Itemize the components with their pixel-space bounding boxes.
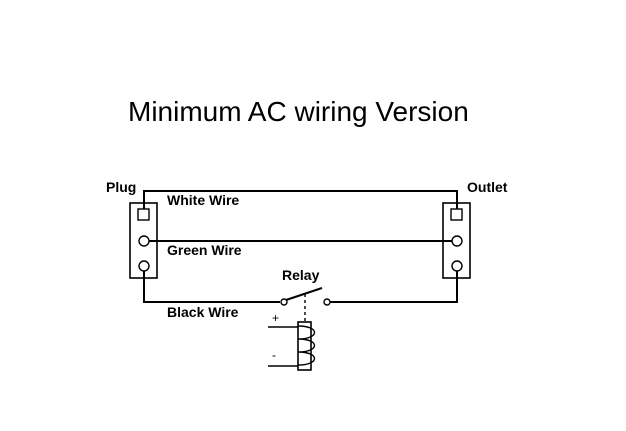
relay-coil: + - <box>268 311 316 371</box>
green-wire-label: Green Wire <box>167 242 242 258</box>
black-wire-label: Black Wire <box>167 304 239 320</box>
plug-label: Plug <box>106 179 136 195</box>
relay-label: Relay <box>282 267 320 283</box>
relay-switch <box>280 287 331 322</box>
diagram-title: Minimum AC wiring Version <box>128 96 469 127</box>
black-wire-left <box>143 271 280 303</box>
coil-minus-sign: - <box>272 348 276 362</box>
relay-coil-core <box>297 321 312 371</box>
outlet-label: Outlet <box>467 179 508 195</box>
relay-contact-left <box>280 298 288 306</box>
white-wire <box>143 190 458 209</box>
relay-switch-arm <box>285 287 323 301</box>
relay-coil-winding <box>297 325 316 366</box>
black-wire-right <box>330 271 458 303</box>
white-wire-label: White Wire <box>167 192 239 208</box>
relay-contact-right <box>323 298 331 306</box>
coil-plus-sign: + <box>272 311 279 325</box>
